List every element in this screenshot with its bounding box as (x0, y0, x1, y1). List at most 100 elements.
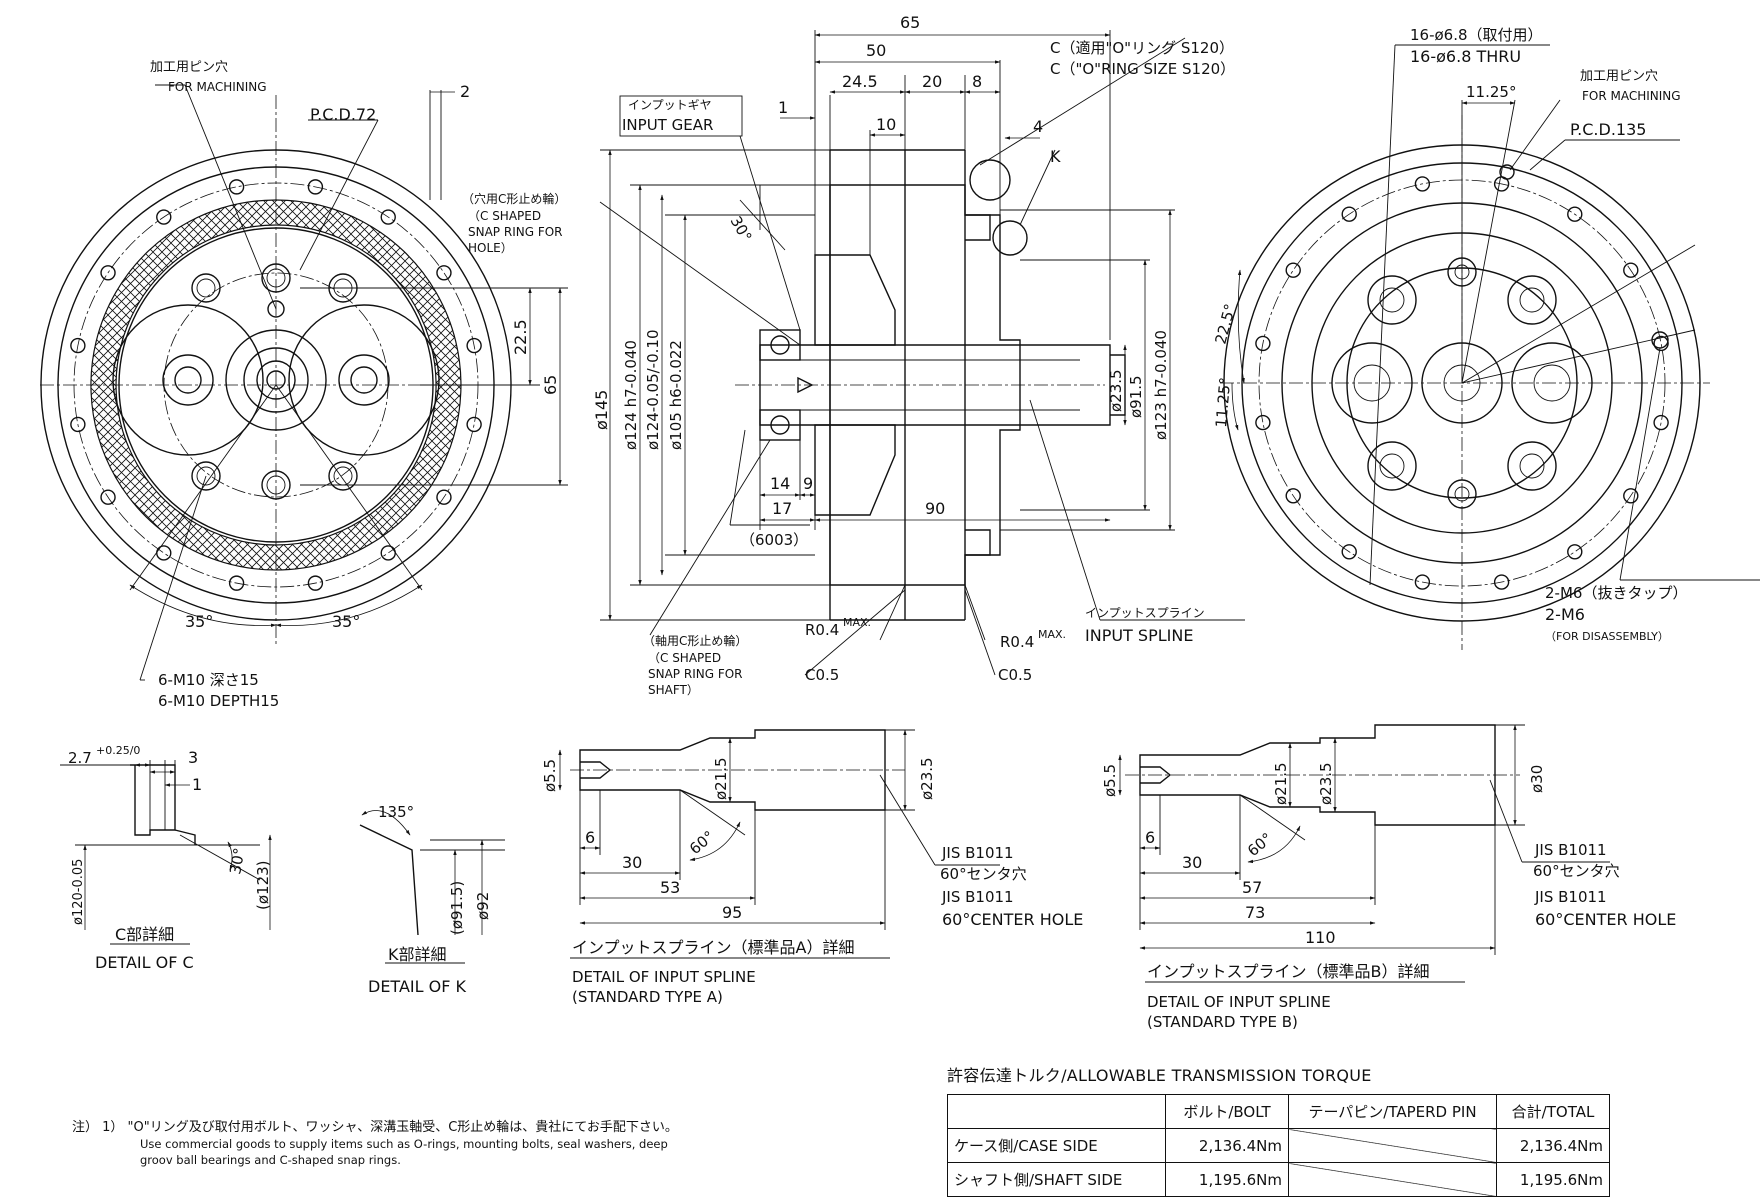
torque-table: ボルト/BOLT テーパピン/TAPERD PIN 合計/TOTAL ケース側/… (947, 1094, 1610, 1197)
r04-right: R0.4 (1000, 633, 1034, 651)
angle-30: 30° (727, 213, 756, 245)
m6-label-jp: 2-M6（抜きタップ） (1545, 584, 1687, 602)
mounting-hole (1653, 414, 1669, 431)
notes-en-1: Use commercial goods to supply items suc… (140, 1137, 668, 1151)
sec-dim-90: 90 (925, 499, 945, 518)
input-spline-en: INPUT SPLINE (1085, 626, 1193, 645)
sa-angle-60: 60° (686, 827, 718, 858)
mounting-hole (307, 179, 324, 195)
sa-dim-95: 95 (722, 903, 742, 922)
angle-22-5: 22.5° (1211, 302, 1239, 346)
m6-label-note: （FOR DISASSEMBLY） (1545, 630, 1669, 643)
notes-jp: "O"リング及び取付用ボルト、ワッシャ、深溝玉軸受、C形止め輪は、貴社にてお手配… (127, 1120, 678, 1135)
d145: ø145 (592, 390, 611, 430)
c-label-jp: C（適用"O"リング S120） (1050, 39, 1234, 57)
sb-dim-73: 73 (1245, 903, 1265, 922)
c05-left: C0.5 (805, 666, 839, 684)
torque-row-bolt: 2,136.4Nm (1165, 1128, 1289, 1163)
r04-left-max: MAX. (843, 616, 871, 629)
snap-hole-en3: HOLE） (468, 241, 513, 255)
sec-dim-24-5: 24.5 (842, 72, 878, 91)
mounting-hole (1414, 176, 1431, 192)
mounting-hole (100, 489, 116, 505)
dc-dim-3: 3 (188, 748, 198, 767)
sa-d21-5: ø21.5 (712, 757, 730, 800)
snap-hole-en1: （C SHAPED (468, 209, 541, 223)
d123-h7: ø123 h7-0.040 (1152, 330, 1170, 440)
sa-jis-1: JIS B1011 (941, 844, 1014, 862)
angle-11-25-side: 11.25° (1212, 377, 1234, 429)
torque-row-total: 2,136.4Nm (1496, 1128, 1610, 1163)
holes-label-jp: 16-ø6.8（取付用） (1410, 26, 1543, 44)
c05-right: C0.5 (998, 666, 1032, 684)
torque-header-row: ボルト/BOLT テーパピン/TAPERD PIN 合計/TOTAL (947, 1094, 1610, 1129)
mounting-hole (466, 416, 482, 433)
snap-shaft-en2: SNAP RING FOR (648, 667, 743, 681)
sec-dim-65: 65 (900, 13, 920, 32)
pin-hole-label-jp: 加工用ピン穴 (150, 60, 228, 75)
input-gear-en: INPUT GEAR (622, 116, 713, 134)
sa-dim-6: 6 (585, 828, 595, 847)
torque-row-bolt: 1,195.6Nm (1165, 1162, 1289, 1197)
dc-tol-2-7: +0.25/0 (96, 744, 140, 757)
snap-hole-jp: （穴用C形止め輪） (462, 191, 566, 206)
torque-row-pin (1288, 1162, 1497, 1197)
mounting-hole (156, 545, 172, 561)
torque-row-pin (1288, 1128, 1497, 1163)
sb-d23-5: ø23.5 (1317, 762, 1335, 805)
torque-header-total: 合計/TOTAL (1496, 1094, 1610, 1129)
sec-dim-17: 17 (772, 499, 792, 518)
dim-65: 65 (541, 375, 560, 395)
snap-shaft-en3: SHAFT） (648, 683, 699, 697)
spline-detail-a (558, 729, 1000, 959)
mounting-hole (1285, 488, 1301, 504)
torque-row-label: シャフト側/SHAFT SIDE (947, 1162, 1166, 1197)
sa-d5-5: ø5.5 (541, 759, 559, 792)
sb-d30: ø30 (1528, 765, 1546, 793)
d105-h6: ø105 h6-0.022 (667, 340, 685, 450)
sb-dim-6: 6 (1145, 828, 1155, 847)
mounting-hole (1414, 574, 1431, 590)
r04-right-max: MAX. (1038, 628, 1066, 641)
spline-a-title-en1: DETAIL OF INPUT SPLINE (572, 968, 756, 986)
sec-dim-1: 1 (778, 98, 788, 117)
k-label: K (1050, 147, 1061, 166)
snap-shaft-jp: （軸用C形止め輪） (643, 633, 747, 648)
mounting-hole (1567, 544, 1583, 560)
torque-header-pin: テーパピン/TAPERD PIN (1288, 1094, 1497, 1129)
mounting-hole (1341, 206, 1357, 222)
sec-dim-4: 4 (1033, 117, 1043, 136)
dc-d120: ø120-0.05 (71, 859, 86, 925)
torque-header-bolt: ボルト/BOLT (1165, 1094, 1289, 1129)
mounting-hole (100, 265, 116, 281)
sec-dim-9: 9 (803, 474, 813, 493)
detail-c (60, 760, 272, 945)
right-end-view (1220, 44, 1760, 650)
d124-h7: ø124 h7-0.040 (622, 340, 640, 450)
torque-row-total: 1,195.6Nm (1496, 1162, 1610, 1197)
sb-jis-2: 60°センタ穴 (1533, 862, 1620, 880)
mounting-hole (1341, 544, 1357, 560)
input-gear-jp: インプットギヤ (628, 98, 712, 112)
input-spline-jp: インプットスプライン (1085, 606, 1205, 620)
sec-dim-14: 14 (770, 474, 790, 493)
sb-dim-30: 30 (1182, 853, 1202, 872)
mounting-hole (436, 489, 452, 505)
spline-a-title-en2: (STANDARD TYPE A) (572, 988, 723, 1006)
d23-5: ø23.5 (1107, 369, 1125, 412)
mounting-hole (1567, 206, 1583, 222)
dk-d91-5: (ø91.5) (448, 881, 466, 935)
spline-a-title-jp: インプットスプライン（標準品A）詳細 (572, 938, 854, 957)
left-end-view (40, 84, 568, 681)
sa-dim-30: 30 (622, 853, 642, 872)
d124: ø124-0.05/-0.10 (644, 330, 662, 450)
detail-k-title-en: DETAIL OF K (368, 977, 467, 996)
torque-row: ケース側/CASE SIDE 2,136.4Nm 2,136.4Nm (947, 1128, 1610, 1163)
torque-table-title: 許容伝達トルク/ALLOWABLE TRANSMISSION TORQUE (947, 1066, 1372, 1085)
pin-hole-right-jp: 加工用ピン穴 (1580, 69, 1658, 84)
torque-row-label: ケース側/CASE SIDE (947, 1128, 1166, 1163)
mounting-hole (380, 545, 396, 561)
sec-dim-10: 10 (876, 115, 896, 134)
notes-en-2: groov ball bearings and C-shaped snap ri… (140, 1153, 401, 1167)
